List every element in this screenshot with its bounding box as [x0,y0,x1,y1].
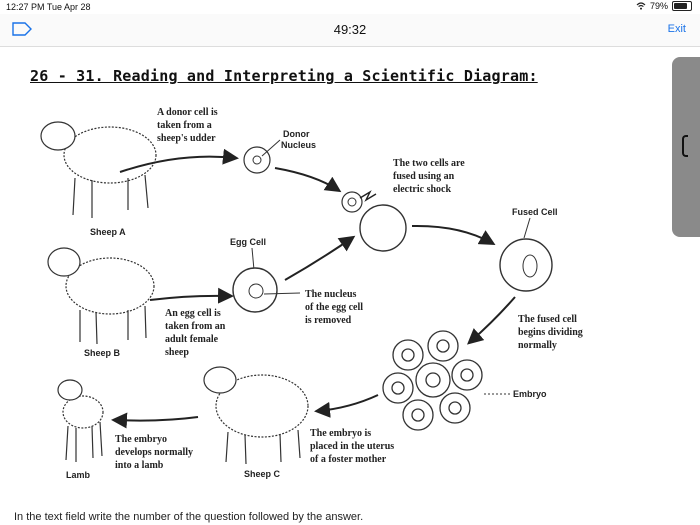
svg-text:adult female: adult female [165,334,219,345]
embryo-develops-caption: The embryo develops normally into a lamb [115,434,193,471]
lamb-illustration [57,379,104,462]
embryo-cluster [382,330,483,431]
svg-text:is removed: is removed [305,315,352,326]
svg-text:The fused cell: The fused cell [518,314,577,325]
sheep-a-illustration [40,121,157,218]
svg-text:Donor: Donor [283,129,310,139]
svg-text:begins dividing: begins dividing [518,327,583,338]
svg-text:sheep's udder: sheep's udder [157,133,216,144]
fusion-egg-cell [359,204,407,252]
two-cells-fused-caption: The two cells are fused using an electri… [393,158,465,195]
status-time: 12:27 PM Tue Apr 28 [6,2,91,12]
svg-text:develops normally: develops normally [115,447,193,458]
sheep-b-illustration [47,247,155,345]
wifi-icon [636,2,646,10]
side-panel-handle[interactable] [672,57,700,237]
top-nav-bar: 49:32 Exit [0,14,700,47]
cloning-diagram: Sheep A A donor cell is taken from a she… [40,107,583,480]
svg-text:of the egg cell: of the egg cell [305,302,363,313]
sheep-b-label: Sheep B [84,348,121,358]
lamb-label: Lamb [66,470,91,480]
donor-nucleus [252,155,262,165]
exit-button[interactable]: Exit [667,23,686,35]
embryo-placed-caption: The embryo is placed in the uterus of a … [310,428,394,465]
status-bar: 12:27 PM Tue Apr 28 79% [0,0,700,14]
battery-percent: 79% [649,1,668,11]
fused-cell-label: Fused Cell [512,207,558,217]
svg-text:taken from an: taken from an [165,321,226,332]
svg-text:into a lamb: into a lamb [115,460,164,471]
svg-text:of a foster mother: of a foster mother [310,454,387,465]
donor-cell-caption: A donor cell is taken from a sheep's udd… [157,107,218,144]
svg-text:The embryo is: The embryo is [310,428,371,439]
arrow-fusion-to-fused-cell [411,224,496,245]
nucleus-removed-caption: The nucleus of the egg cell is removed [305,289,363,326]
svg-text:The two cells are: The two cells are [393,158,465,169]
fused-dividing-caption: The fused cell begins dividing normally [518,314,583,351]
arrow-sheep-b-to-egg [149,287,234,304]
egg-cell-caption: An egg cell is taken from an adult femal… [165,308,226,358]
svg-text:The nucleus: The nucleus [305,289,357,300]
embryo-label: Embryo [513,389,547,399]
svg-text:A donor cell is: A donor cell is [157,107,218,118]
arrow-sheep-a-to-donor [119,148,239,173]
arrow-donor-to-fusion [274,167,342,193]
exam-timer: 49:32 [333,22,367,37]
svg-text:taken from a: taken from a [157,120,212,131]
arrow-sheep-c-to-lamb [111,412,199,429]
question-heading: 26 - 31. Reading and Interpreting a Scie… [30,67,538,85]
svg-text:An egg cell is: An egg cell is [165,308,221,319]
arrow-egg-to-fusion [284,235,356,281]
bookmark-tag-icon[interactable] [12,22,32,41]
chevron-left-icon [682,135,688,157]
instruction-text: In the text field write the number of th… [14,511,364,523]
status-right: 79% [636,1,692,11]
svg-text:Nucleus: Nucleus [281,140,316,150]
svg-text:sheep: sheep [165,347,189,358]
svg-text:normally: normally [518,340,557,351]
arrow-fused-to-embryo [466,296,516,345]
sheep-c-label: Sheep C [244,469,281,479]
egg-cell-label: Egg Cell [230,237,266,247]
donor-nucleus-label: Donor Nucleus [281,129,316,150]
svg-text:fused using an: fused using an [393,171,455,182]
svg-text:electric shock: electric shock [393,184,451,195]
electric-shock-icon [359,190,377,202]
battery-icon [672,1,692,11]
sheep-a-label: Sheep A [90,227,126,237]
arrow-embryo-to-sheep-c [314,394,379,418]
svg-text:placed in the uterus: placed in the uterus [310,441,394,452]
svg-text:The embryo: The embryo [115,434,167,445]
sheep-c-illustration [203,366,309,465]
